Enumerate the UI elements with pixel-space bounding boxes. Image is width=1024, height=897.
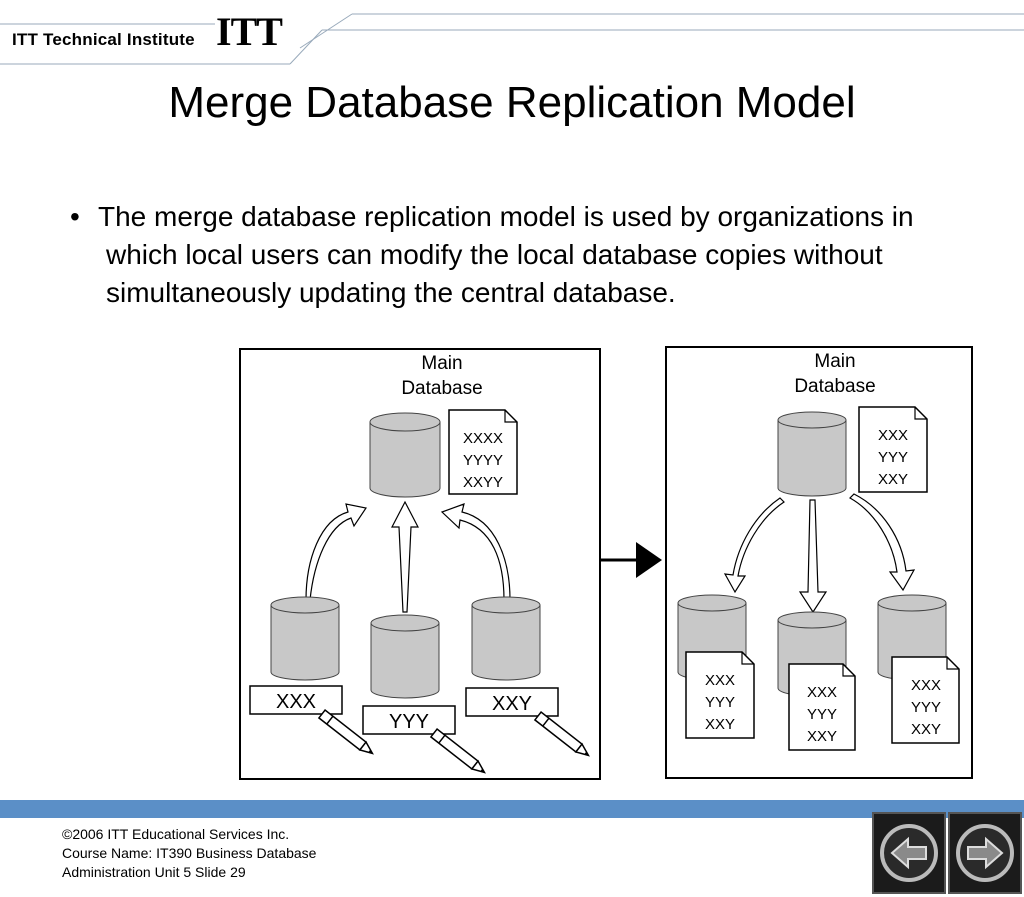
right-local-doc-3-line-2: YYY xyxy=(911,699,941,716)
previous-slide-button[interactable] xyxy=(872,812,946,894)
itt-logo: ITT xyxy=(216,9,283,54)
left-local-label-2-text: YYY xyxy=(389,711,429,733)
right-main-doc-line-3: XXY xyxy=(878,471,908,488)
left-local-label-1: XXX xyxy=(249,685,343,715)
right-local-document-3: XXX YYY XXY xyxy=(891,656,960,744)
right-main-doc-line-2: YYY xyxy=(878,449,908,466)
right-local-doc-2-line-2: YYY xyxy=(807,706,837,723)
left-panel: Main Database XXXX YYYY XXYY xyxy=(239,348,601,780)
left-local-label-3: XXY xyxy=(465,687,559,717)
left-local-label-3-text: XXY xyxy=(492,693,532,715)
footer-text: ©2006 ITT Educational Services Inc. Cour… xyxy=(62,825,316,882)
right-local-doc-3-line-3: XXY xyxy=(911,721,941,738)
slide-title: Merge Database Replication Model xyxy=(168,78,856,127)
header-decoration xyxy=(0,13,1024,65)
footer-unit: Administration Unit 5 Slide 29 xyxy=(62,864,246,880)
right-main-label-2: Database xyxy=(794,376,875,397)
right-local-doc-1-line-3: XXY xyxy=(705,716,735,733)
bullet-text: The merge database replication model is … xyxy=(98,198,918,312)
left-local-label-1-text: XXX xyxy=(276,691,316,713)
left-main-label-2: Database xyxy=(401,378,482,399)
left-local-database-icon-2 xyxy=(370,614,440,699)
right-local-doc-2-line-3: XXY xyxy=(807,728,837,745)
footer-copyright: ©2006 ITT Educational Services Inc. xyxy=(62,826,290,842)
transition-arrow-icon xyxy=(601,542,662,578)
left-main-doc-line-2: YYYY xyxy=(463,452,503,469)
right-local-doc-1-line-2: YYY xyxy=(705,694,735,711)
right-main-doc-line-1: XXX xyxy=(878,427,908,444)
left-main-document: XXXX YYYY XXYY xyxy=(448,409,518,495)
left-sync-arrows xyxy=(305,500,511,613)
next-slide-button[interactable] xyxy=(948,812,1022,894)
brand-name: ITT Technical Institute xyxy=(12,30,195,49)
right-main-database-icon xyxy=(777,411,847,497)
right-local-doc-3-line-1: XXX xyxy=(911,677,941,694)
right-local-doc-2-line-1: XXX xyxy=(807,684,837,701)
right-distribute-arrows xyxy=(723,493,916,614)
right-main-document: XXX YYY XXY xyxy=(858,406,928,493)
right-panel: Main Database XXX YYY XXY xyxy=(665,346,973,779)
arrow-right-icon xyxy=(956,824,1014,882)
left-main-database-icon xyxy=(369,412,441,498)
bullet-symbol: • xyxy=(70,201,80,232)
right-local-doc-1-line-1: XXX xyxy=(705,672,735,689)
right-local-document-2: XXX YYY XXY xyxy=(788,663,856,751)
bullet-text-content: The merge database replication model is … xyxy=(98,201,914,308)
footer-course: Course Name: IT390 Business Database xyxy=(62,845,317,861)
left-main-doc-line-1: XXXX xyxy=(463,430,503,447)
replication-diagram: Main Database XXXX YYYY XXYY xyxy=(239,346,973,780)
right-main-label-1: Main xyxy=(814,351,855,372)
left-local-database-icon-1 xyxy=(270,596,340,681)
left-main-doc-line-3: XXYY xyxy=(463,474,503,491)
arrow-left-icon xyxy=(880,824,938,882)
footer-bar xyxy=(0,800,1024,818)
left-local-label-2: YYY xyxy=(362,705,456,735)
left-local-database-icon-3 xyxy=(471,596,541,681)
left-main-label-1: Main xyxy=(421,353,462,374)
right-local-document-1: XXX YYY XXY xyxy=(685,651,755,739)
